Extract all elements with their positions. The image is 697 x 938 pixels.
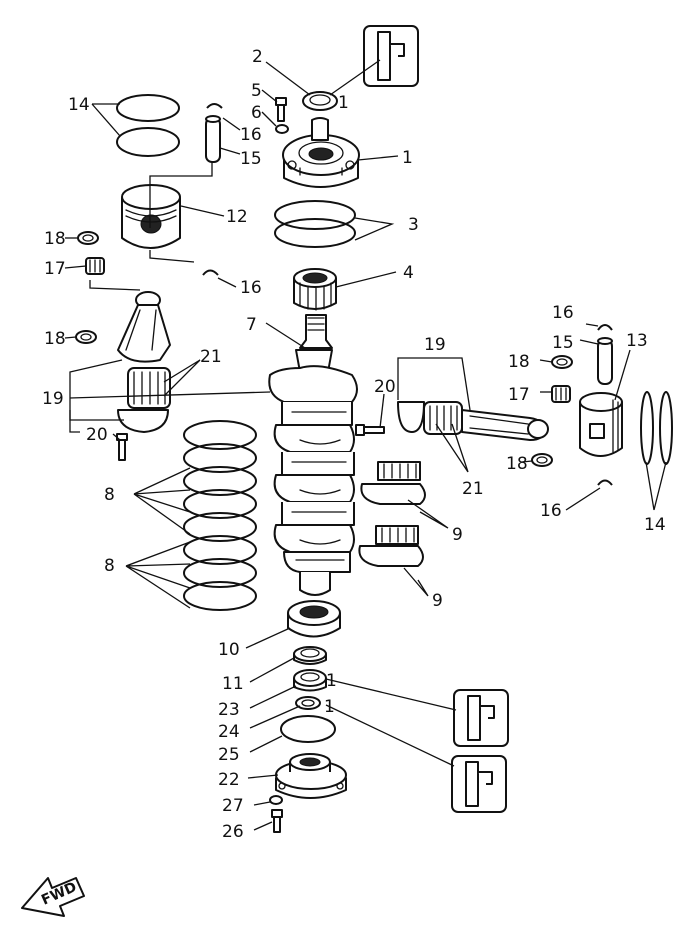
rod-cap-left — [117, 409, 169, 433]
callout-18-right-top: 18 — [508, 352, 530, 372]
callout-16-left-top: 16 — [240, 125, 262, 145]
housing-bolt — [275, 97, 287, 122]
circlip-left-top — [206, 103, 223, 109]
small-end-washer-right-top — [551, 355, 573, 369]
rod-cap-right — [397, 401, 425, 433]
callout-16-right-top: 16 — [552, 303, 574, 323]
callout-27: 27 — [222, 796, 244, 816]
callout-18-right-bottom: 18 — [506, 454, 528, 474]
piston-pin-left — [205, 115, 221, 163]
main-bearing-rings — [183, 420, 257, 611]
upper-oil-seal — [302, 91, 338, 111]
callout-11: 11 — [222, 674, 244, 694]
callout-1-housing: 1 — [402, 148, 413, 168]
callout-7: 7 — [246, 315, 257, 335]
callout-19-left: 19 — [42, 389, 64, 409]
lower-bearing-housing — [275, 753, 347, 799]
callout-labels: 2 1 5 6 1 3 4 7 14 16 15 12 16 18 17 18 … — [42, 47, 666, 842]
callout-25: 25 — [218, 745, 240, 765]
big-end-bearing-right — [423, 401, 463, 435]
callout-22: 22 — [218, 770, 240, 790]
callout-10: 10 — [218, 640, 240, 660]
callout-8-upper: 8 — [104, 485, 115, 505]
callout-13: 13 — [626, 331, 648, 351]
callout-21-left: 21 — [200, 347, 222, 367]
piston-rings-right — [640, 391, 673, 465]
callout-1-upper-seal: 1 — [338, 93, 349, 113]
lower-ball-bearing — [287, 600, 341, 638]
small-end-washer-left-top — [77, 231, 99, 245]
callout-26: 26 — [222, 822, 244, 842]
callout-19-right: 19 — [424, 335, 446, 355]
callout-3: 3 — [408, 215, 419, 235]
piston-right — [579, 392, 623, 457]
callout-18-left-bottom: 18 — [44, 329, 66, 349]
main-needle-bearing-upper — [360, 461, 426, 505]
main-needle-bearing-lower — [358, 525, 424, 567]
small-end-bearing-right — [551, 385, 571, 403]
callout-17-right: 17 — [508, 385, 530, 405]
callout-4: 4 — [403, 263, 414, 283]
small-end-washer-left-bottom — [75, 330, 97, 344]
callout-21-right: 21 — [462, 479, 484, 499]
piston-left — [121, 184, 181, 249]
grease-tube-icon — [363, 25, 419, 87]
piston-pin-right — [597, 337, 613, 385]
callout-15-left: 15 — [240, 149, 262, 169]
collar — [293, 646, 327, 665]
small-end-washer-right-bottom — [531, 453, 553, 467]
inner-seal — [295, 696, 321, 710]
callout-9-lower: 9 — [432, 591, 443, 611]
callout-1-inner-seal: 1 — [324, 697, 335, 717]
callout-14-left: 14 — [68, 95, 90, 115]
lower-o-ring — [280, 715, 336, 743]
housing-washer — [275, 124, 289, 134]
lower-housing-washer — [269, 795, 283, 805]
upper-bearing-housing — [282, 117, 360, 188]
callout-14-right: 14 — [644, 515, 666, 535]
rod-cap-bolt-right — [355, 424, 385, 436]
circlip-right-bottom — [597, 479, 613, 486]
callout-16-right-bottom: 16 — [540, 501, 562, 521]
callout-5: 5 — [251, 81, 262, 101]
leader-lines — [64, 59, 667, 831]
callout-15-right: 15 — [552, 333, 574, 353]
callout-23: 23 — [218, 700, 240, 720]
grease-tube-icon — [451, 755, 507, 813]
callout-9-upper: 9 — [452, 525, 463, 545]
connecting-rod-right — [461, 409, 549, 441]
small-end-bearing-left — [85, 257, 105, 275]
callout-8-lower: 8 — [104, 556, 115, 576]
callout-24: 24 — [218, 722, 240, 742]
callout-16-left-bottom: 16 — [240, 278, 262, 298]
grease-tube-icon — [453, 689, 509, 747]
big-end-bearing-left — [127, 367, 171, 409]
callout-1-lower-seal: 1 — [326, 671, 337, 691]
connecting-rod-left — [117, 291, 171, 363]
circlip-right-top — [597, 324, 613, 331]
callout-12: 12 — [226, 207, 248, 227]
crankshaft — [268, 314, 358, 596]
callout-6: 6 — [251, 103, 262, 123]
fwd-arrow-icon: FWD — [21, 877, 85, 917]
callout-2: 2 — [252, 47, 263, 67]
callout-20-right: 20 — [374, 377, 396, 397]
lower-housing-bolt — [271, 809, 283, 833]
housing-o-rings — [274, 200, 356, 248]
piston-rings-left — [116, 94, 180, 157]
callout-18-left-top: 18 — [44, 229, 66, 249]
upper-needle-bearing — [293, 268, 337, 311]
lower-oil-seal — [293, 669, 327, 692]
callout-17-left: 17 — [44, 259, 66, 279]
callout-20-left: 20 — [86, 425, 108, 445]
circlip-left-bottom — [202, 269, 219, 276]
